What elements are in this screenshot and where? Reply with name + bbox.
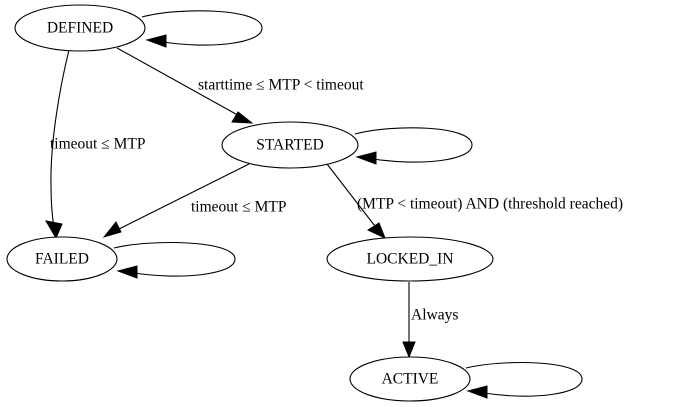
arrowhead-defined-started xyxy=(231,111,254,124)
transition-defined-to-started[interactable]: starttime ≤ MTP < timeout xyxy=(116,47,364,124)
state-node-failed[interactable]: FAILED xyxy=(6,236,118,282)
state-node-defined[interactable]: DEFINED xyxy=(14,4,146,52)
transition-defined-to-failed[interactable]: timeout ≤ MTP xyxy=(45,49,145,240)
arrowhead-defined-failed xyxy=(45,220,63,240)
transition-label-starttime-mtp-timeout: starttime ≤ MTP < timeout xyxy=(198,77,364,94)
state-ellipse-active xyxy=(349,356,471,402)
arrowhead-failed-self xyxy=(116,265,138,279)
state-ellipse-defined xyxy=(14,4,146,52)
transition-label-mtp-timeout-threshold: (MTP < timeout) AND (threshold reached) xyxy=(357,196,623,213)
arrowhead-lockedin-active xyxy=(402,341,416,359)
state-node-started[interactable]: STARTED xyxy=(221,121,359,169)
transition-started-self-loop-path xyxy=(354,127,473,163)
state-label-defined: DEFINED xyxy=(47,20,113,37)
state-ellipse-started xyxy=(221,121,359,169)
arrowhead-started-lockedin xyxy=(366,222,386,239)
transition-failed-self-loop-path xyxy=(113,241,236,277)
state-label-active: ACTIVE xyxy=(382,371,439,388)
arrowhead-started-failed xyxy=(102,221,122,238)
state-node-active[interactable]: ACTIVE xyxy=(349,356,471,402)
transition-locked-in-to-active[interactable]: Always xyxy=(402,282,458,359)
arrowhead-started-self xyxy=(355,151,377,165)
state-label-started: STARTED xyxy=(256,137,324,154)
transition-active-to-active[interactable] xyxy=(465,361,583,399)
arrowhead-active-self xyxy=(466,385,488,399)
transition-defined-self-loop-path xyxy=(141,10,263,46)
transition-active-self-loop-path xyxy=(465,361,583,397)
transition-defined-started-path xyxy=(116,47,244,119)
transition-started-to-failed[interactable]: timeout ≤ MTP xyxy=(102,163,286,238)
transition-label-timeout-mtp-defined: timeout ≤ MTP xyxy=(50,136,145,153)
transition-label-timeout-mtp-started: timeout ≤ MTP xyxy=(191,199,286,216)
transition-started-failed-path xyxy=(112,163,250,233)
transition-label-always: Always xyxy=(411,307,458,324)
state-label-locked-in: LOCKED_IN xyxy=(367,251,454,268)
transition-started-to-locked-in[interactable]: (MTP < timeout) AND (threshold reached) xyxy=(326,163,623,239)
arrowhead-defined-self xyxy=(145,34,167,48)
state-label-failed: FAILED xyxy=(35,251,89,268)
state-ellipse-locked-in xyxy=(326,236,494,282)
transition-failed-to-failed[interactable] xyxy=(113,241,236,279)
transition-started-to-started[interactable] xyxy=(354,127,473,165)
transition-started-lockedin-path xyxy=(326,163,379,231)
state-ellipse-failed xyxy=(6,236,118,282)
transition-defined-to-defined[interactable] xyxy=(141,10,263,48)
state-node-locked-in[interactable]: LOCKED_IN xyxy=(326,236,494,282)
transition-defined-failed-path xyxy=(50,49,70,229)
